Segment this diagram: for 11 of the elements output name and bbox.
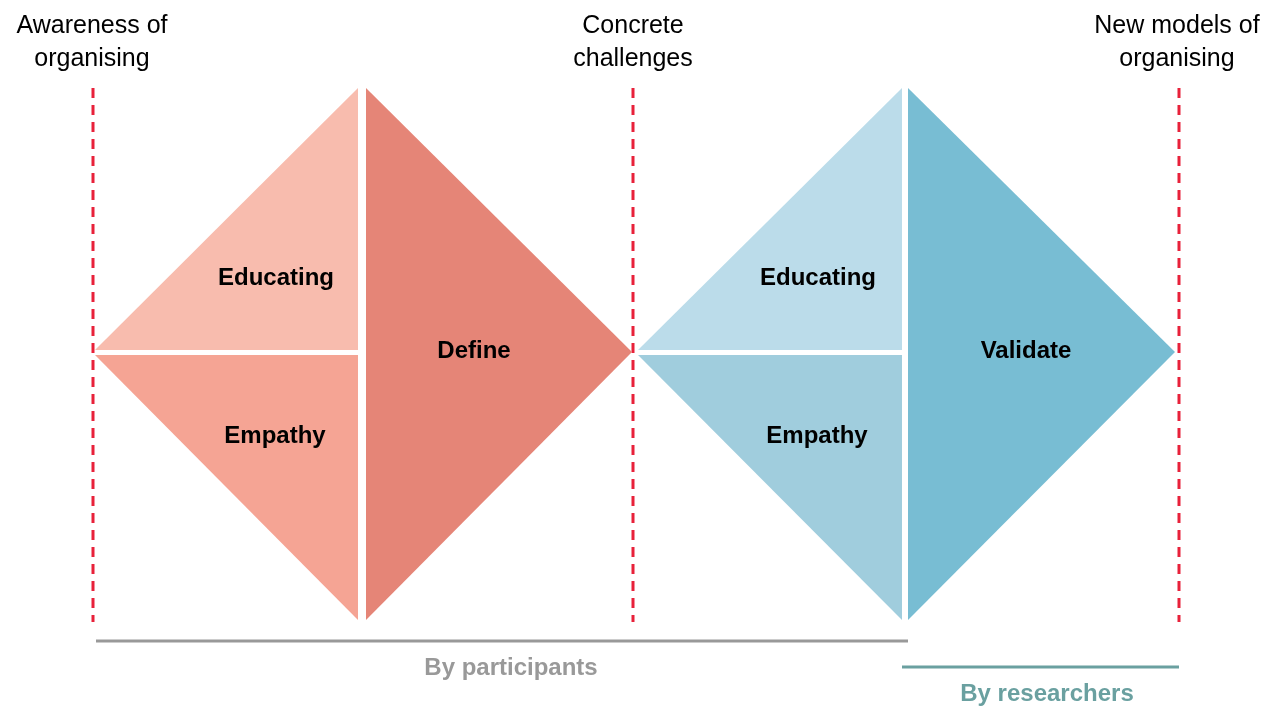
stage-label: Define: [437, 336, 511, 364]
stage-label: Validate: [980, 336, 1072, 364]
milestone-label: Concrete challenges: [572, 9, 694, 73]
group-label: By participants: [423, 652, 599, 682]
group-label: By researchers: [959, 678, 1135, 708]
milestone-label: New models of organising: [1093, 9, 1261, 73]
stage-label: Empathy: [224, 421, 326, 449]
stage-label: Educating: [218, 263, 334, 291]
stage-label: Empathy: [766, 421, 868, 449]
milestone-label: Awareness of organising: [15, 9, 169, 73]
stage-label: Educating: [760, 263, 876, 291]
